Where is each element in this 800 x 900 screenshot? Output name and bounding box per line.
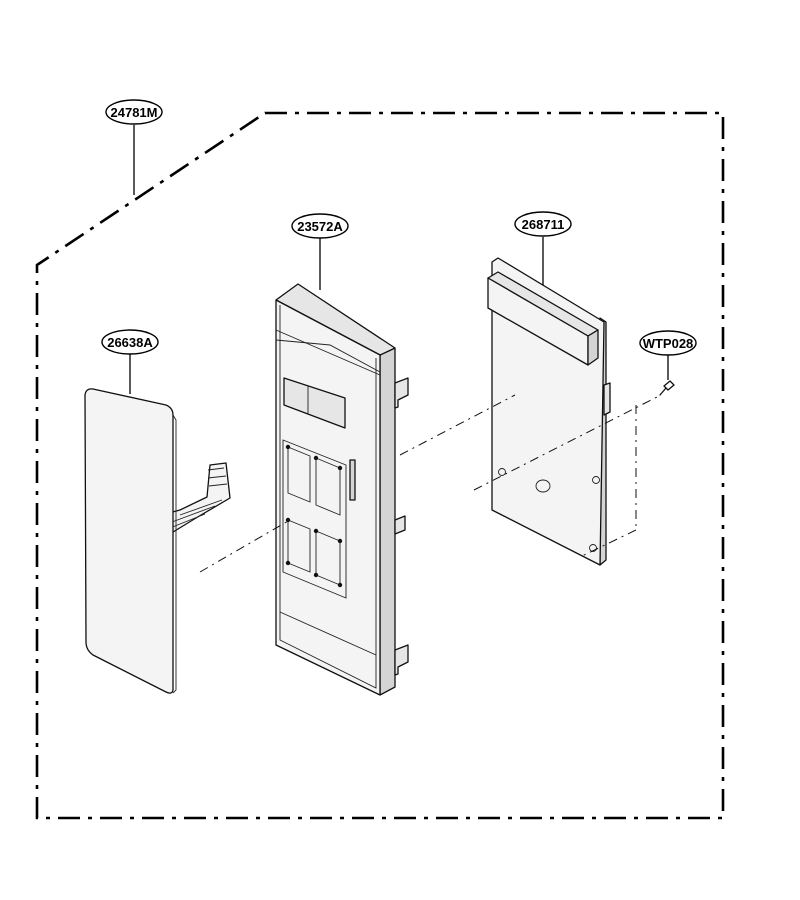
panel-door-slot	[349, 459, 356, 501]
label-group-screw: WTP028	[639, 330, 697, 380]
panel-clip-top	[394, 377, 409, 409]
label-ellipse-assembly	[105, 99, 163, 125]
panel-side-face	[379, 347, 396, 696]
pcb-connector	[603, 382, 611, 416]
alignment-lines	[199, 394, 658, 573]
label-ellipse-board	[514, 211, 572, 237]
label-group-panel: 23572A	[291, 213, 349, 290]
part-pcb-board	[487, 257, 611, 566]
assembly-boundary	[35, 111, 725, 820]
part-membrane-sheet	[84, 388, 231, 694]
screw-shank	[659, 387, 667, 396]
membrane-sheet-body	[84, 388, 174, 694]
panel-front-face	[275, 299, 381, 696]
part-control-panel	[275, 283, 409, 696]
label-group-assembly: 24781M	[105, 99, 163, 195]
panel-keypad-area	[282, 439, 347, 599]
part-screw	[659, 380, 675, 396]
pcb-component	[535, 479, 551, 493]
align-screw-board	[473, 396, 658, 491]
label-ellipse-screw	[639, 330, 697, 356]
panel-key-buttons	[287, 446, 341, 586]
screw-head	[663, 380, 675, 391]
label-board: 268711	[522, 217, 565, 232]
label-assembly: 24781M	[111, 105, 158, 120]
pcb-hole-3	[589, 544, 597, 552]
label-ellipse-membrane	[101, 329, 159, 355]
align-membrane-panel	[199, 519, 291, 573]
panel-bottom-strip	[279, 611, 377, 656]
align-panel-board	[399, 394, 516, 456]
panel-clip-bottom	[394, 644, 409, 676]
pcb-hole-2	[592, 476, 600, 484]
panel-inner-frame	[275, 305, 381, 689]
pcb-display-side	[587, 329, 599, 366]
label-group-membrane: 26638A	[101, 329, 159, 394]
label-ellipse-panel	[291, 213, 349, 239]
label-group-board: 268711	[514, 211, 572, 285]
panel-clip-middle	[394, 515, 406, 535]
cable-conductors	[164, 467, 228, 531]
panel-bevel	[275, 339, 381, 373]
label-screw: WTP028	[643, 336, 694, 351]
label-panel: 23572A	[297, 219, 343, 234]
pcb-hole-1	[498, 468, 506, 476]
membrane-sheet-edge	[172, 414, 177, 694]
panel-display-window	[283, 377, 346, 429]
panel-key-rivets	[285, 444, 343, 588]
label-membrane: 26638A	[107, 335, 153, 350]
